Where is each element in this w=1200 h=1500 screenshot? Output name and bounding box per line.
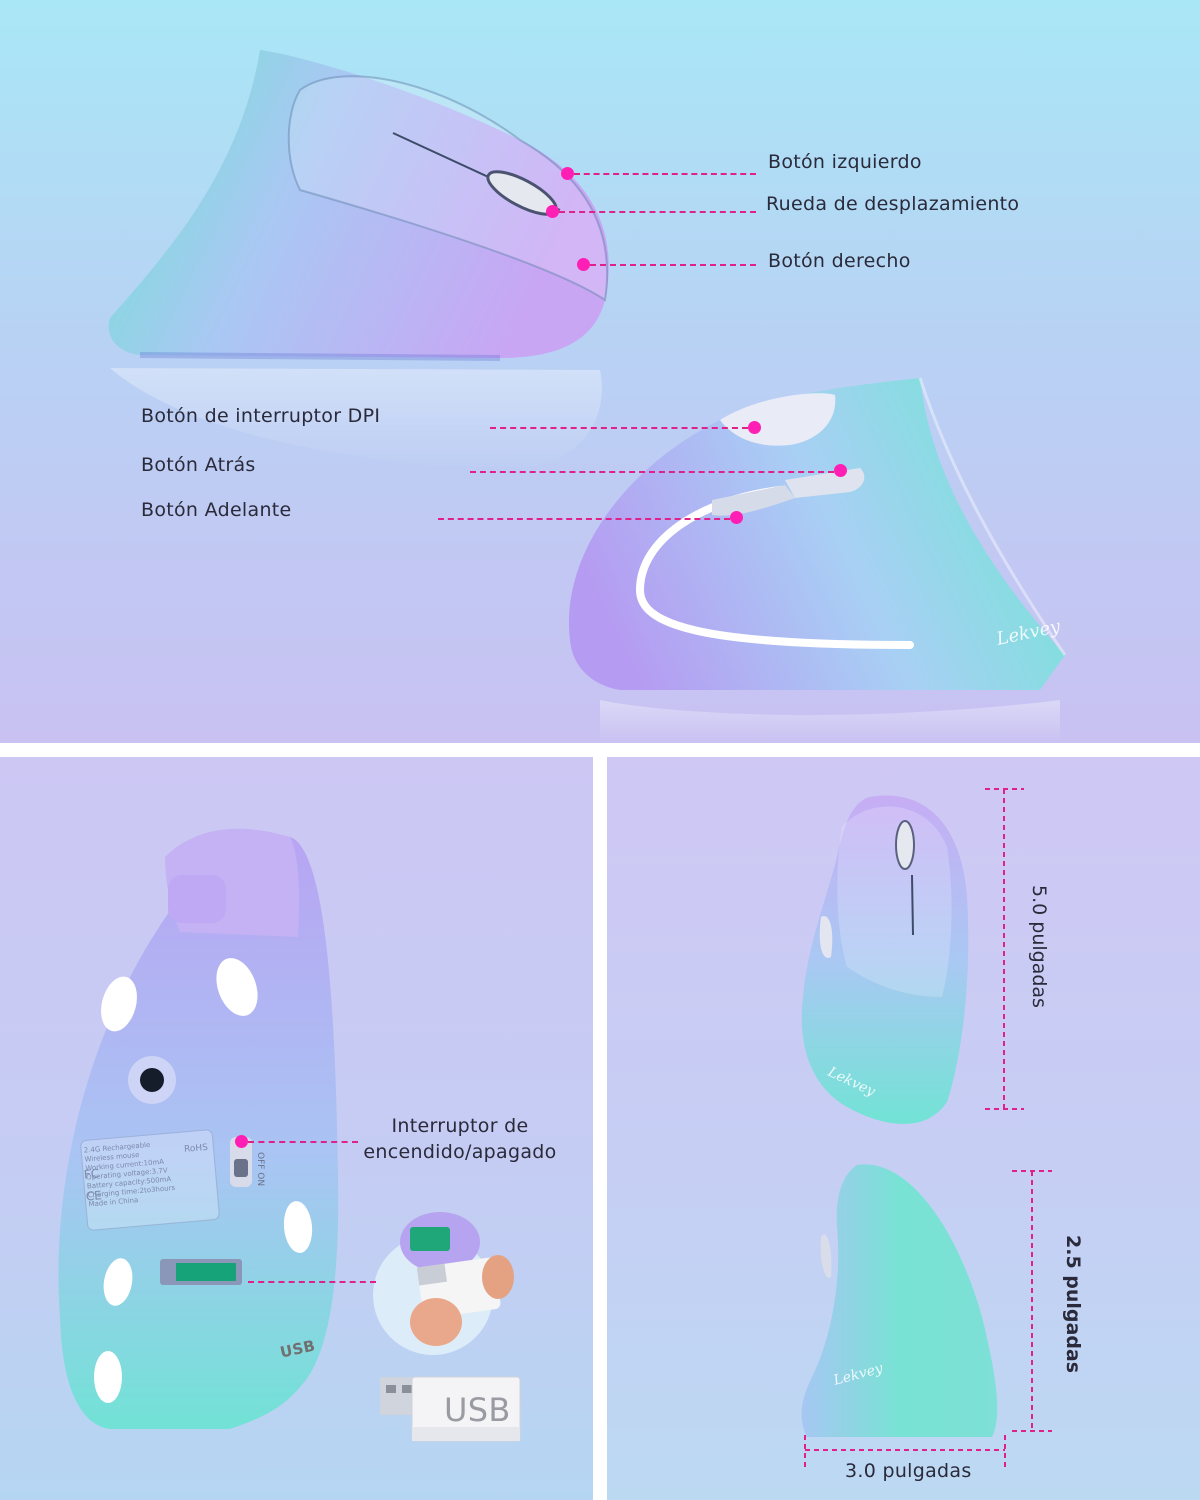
bottom-left-panel-underside: OFF ON USB USB 2.4G Rechargeable Wireles…: [0, 757, 593, 1500]
right-button-marker: [577, 258, 590, 271]
right-button-lead: [590, 264, 756, 266]
mouse-underside-illustration: OFF ON: [58, 828, 521, 1442]
height-dimension-label: 2.5 pulgadas: [1062, 1235, 1084, 1374]
scroll-wheel-lead: [559, 211, 756, 213]
forward-button-marker: [730, 511, 743, 524]
top-mouse-illustrations: Lekvey: [108, 50, 1067, 743]
top-panel-button-layout: Lekvey Botón izquierdo Rueda de desplaza…: [0, 0, 1200, 743]
power-switch-lead: [248, 1141, 358, 1143]
dimension-guides: [804, 788, 1052, 1469]
power-switch-marker: [235, 1135, 248, 1148]
power-switch-label: Interruptor de encendido/apagado: [350, 1113, 570, 1165]
back-button-lead: [470, 471, 834, 473]
usb-dongle-photo: [373, 1212, 514, 1355]
length-dimension-label: 5.0 pulgadas: [1028, 885, 1050, 1008]
power-switch-label-line2: encendido/apagado: [363, 1141, 557, 1163]
power-switch-text: OFF ON: [255, 1152, 265, 1186]
bottom-right-panel-dimensions: Lekvey Lekvey 5.0 pulgadas 2.5 pulgadas …: [607, 757, 1200, 1500]
back-button-marker: [834, 464, 847, 477]
usb-dongle-closeup: [380, 1376, 521, 1442]
power-switch-label-line1: Interruptor de: [391, 1115, 529, 1137]
fcc-mark: FC: [83, 1166, 100, 1182]
dpi-button-label: Botón de interruptor DPI: [141, 405, 381, 427]
mouse-side-view: [108, 50, 609, 470]
ce-mark: CE: [85, 1188, 103, 1204]
forward-button-lead: [438, 518, 730, 520]
spec-label-block: 2.4G Rechargeable Wireless mouse Working…: [83, 1136, 216, 1210]
right-button-label: Botón derecho: [768, 250, 911, 272]
dpi-button-lead: [490, 427, 748, 429]
back-button-label: Botón Atrás: [141, 454, 256, 476]
usb-label-large: USB: [444, 1391, 511, 1429]
mouse-rear-view: Lekvey: [568, 377, 1067, 743]
dpi-button-marker: [748, 421, 761, 434]
dimension-illustrations: Lekvey Lekvey: [801, 788, 1052, 1469]
forward-button-label: Botón Adelante: [141, 499, 292, 521]
width-dimension-label: 3.0 pulgadas: [845, 1460, 972, 1482]
scroll-wheel-marker: [546, 205, 559, 218]
left-button-label: Botón izquierdo: [768, 151, 922, 173]
receiver-slot-lead: [248, 1281, 376, 1283]
left-button-lead: [574, 173, 756, 175]
left-button-marker: [561, 167, 574, 180]
mouse-underside: OFF ON: [58, 828, 339, 1429]
mouse-top-view: Lekvey: [801, 795, 969, 1125]
scroll-wheel-label: Rueda de desplazamiento: [766, 193, 1020, 215]
mouse-profile-view: Lekvey: [801, 1164, 998, 1437]
